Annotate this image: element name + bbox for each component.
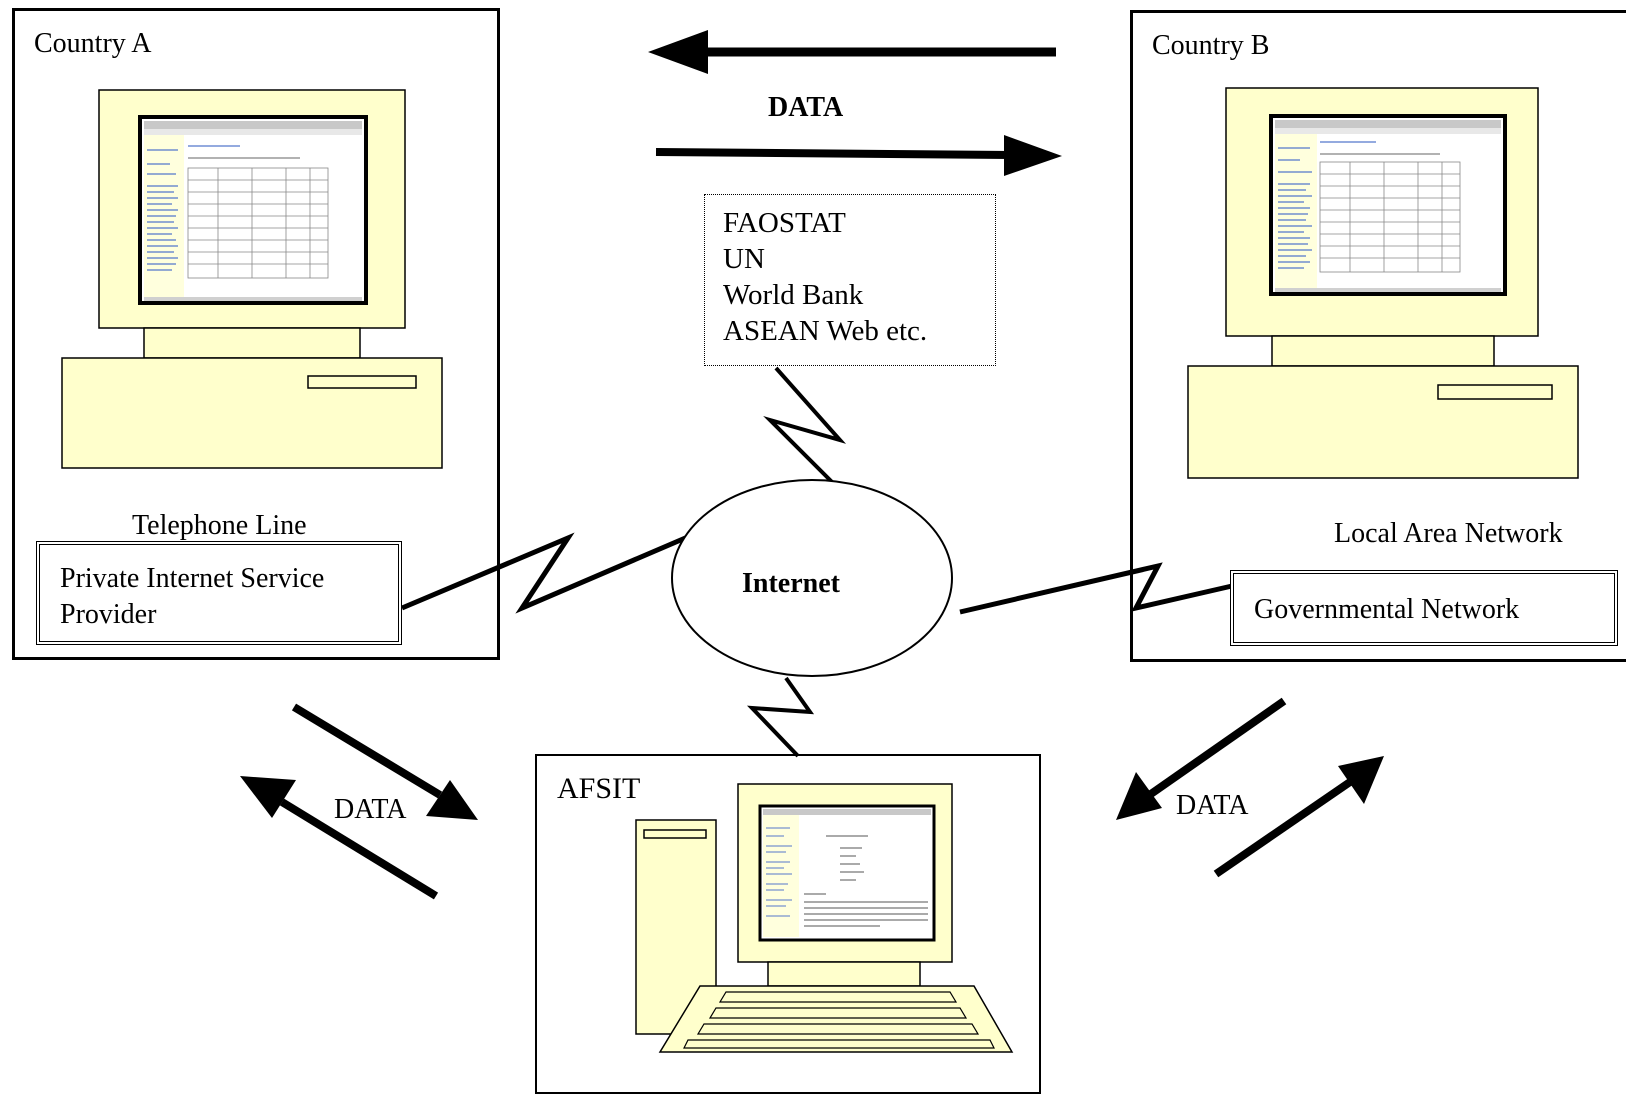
- internet-label: Internet: [742, 568, 840, 599]
- source-asean-web: ASEAN Web etc.: [723, 315, 928, 347]
- afsit-frame: [535, 754, 1041, 1094]
- country-b-title: Country B: [1152, 30, 1270, 61]
- afsit-computer: [635, 783, 1014, 1053]
- left-data-label: DATA: [334, 794, 407, 825]
- up-right-arrow-b: [1213, 756, 1384, 878]
- link-sources-to-internet: [763, 366, 847, 492]
- private-isp-line-2: Provider: [60, 599, 157, 630]
- governmental-network-box: Governmental Network: [1230, 570, 1618, 646]
- governmental-network-label: Governmental Network: [1254, 594, 1520, 625]
- up-left-arrow-a: [240, 776, 439, 900]
- data-sources-box: FAOSTAT UN World Bank ASEAN Web etc.: [704, 194, 996, 366]
- country-a-frame: [12, 8, 500, 660]
- top-data-label: DATA: [768, 92, 844, 123]
- internet-cloud: [671, 479, 953, 677]
- afsit-title: AFSIT: [557, 772, 641, 805]
- link-internet-to-governmental: [959, 562, 1233, 615]
- local-area-network-label: Local Area Network: [1334, 518, 1563, 549]
- private-isp-line-1: Private Internet Service: [60, 563, 325, 594]
- source-un: UN: [723, 243, 765, 275]
- telephone-line-label: Telephone Line: [132, 510, 307, 541]
- right-data-label: DATA: [1176, 790, 1249, 821]
- country-a-computer: [61, 89, 443, 469]
- private-isp-box: Private Internet Service Provider: [36, 541, 402, 645]
- link-internet-to-afsit: [746, 676, 815, 758]
- top-left-arrow: [648, 30, 1056, 74]
- link-isp-to-internet: [401, 532, 691, 614]
- source-faostat: FAOSTAT: [723, 207, 846, 239]
- down-right-arrow-a: [291, 703, 478, 820]
- top-right-arrow: [655, 135, 1062, 176]
- country-a-title: Country A: [34, 28, 152, 59]
- source-world-bank: World Bank: [723, 279, 864, 311]
- down-left-arrow-b: [1116, 697, 1287, 820]
- country-b-computer: [1187, 87, 1579, 479]
- country-b-frame: [1130, 10, 1626, 662]
